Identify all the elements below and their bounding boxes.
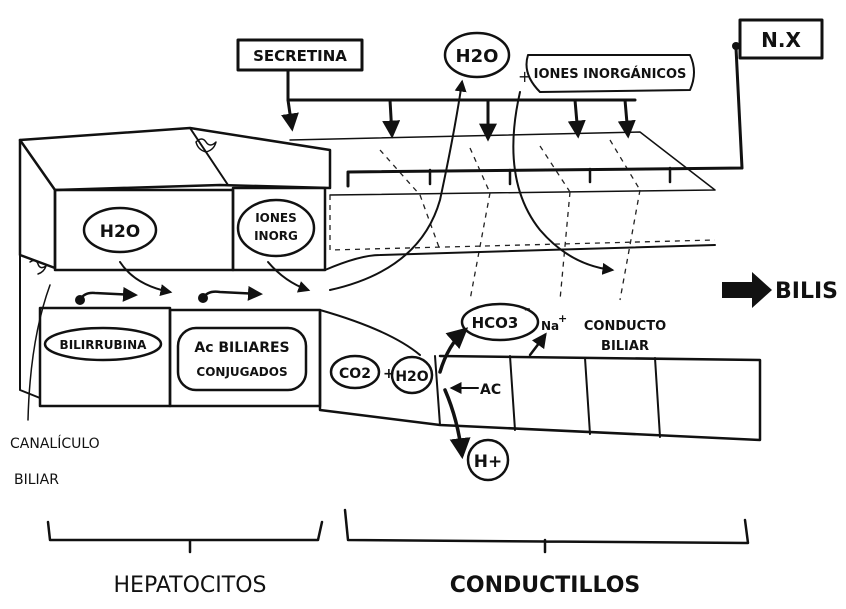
canaliculus-arrow-2 [201,285,263,301]
hepatocyte-left-side [18,138,57,270]
hco3-charge: - [524,299,531,318]
h-plus-arrow [443,388,471,460]
tight-junction-mark-left [29,259,47,275]
iones-inorganicos-label: IONES INORGÁNICOS [534,66,687,82]
iones-inorganicos-bubble [525,54,695,93]
h2o-duct-label: H2O [395,369,428,385]
h2o-top-bubble [443,31,511,79]
iones-inorg-line2: INORG [254,229,298,243]
bilis-arrow [722,272,772,308]
duct-lumen-top [324,244,716,271]
bilirrubina-bubble [43,326,163,362]
secretina-box [236,38,364,72]
nerve-box [738,18,824,60]
duct-cell-divider-3 [654,357,661,438]
hepatocitos-bracket [46,520,324,554]
hco3-label: HCO3 [472,314,519,332]
canaliculus-arrow-1 [78,286,138,302]
iones-inorg-bubble [236,198,316,258]
canaliculus-left-edge [19,254,41,399]
canaliculus-pointer [27,284,51,421]
duct-upper-dashes [329,195,716,251]
na-charge: + [558,312,567,325]
conductillos-bracket [343,508,750,554]
h2o-hepatocyte-bubble [82,206,158,254]
hepatocyte-upper-left [53,188,235,272]
nerve-label: N.X [761,28,801,52]
nerve-line [346,46,744,188]
secretin-pathway: SECRETINA [236,38,637,142]
tight-junction-mark [195,138,217,153]
h2o-duct-bubble [390,355,434,395]
duct-cell-divider-2 [584,357,591,435]
bile-output: BILIS [722,272,838,308]
na-label: Na [541,319,559,333]
secretin-arrow-2 [382,98,401,139]
duct-mid-dashes [419,189,641,301]
conductillos-label: CONDUCTILLOS [450,573,641,598]
duct-top-dashes [379,139,641,196]
bilis-label: BILIS [775,279,838,304]
bilirrubina-label: BILIRRUBINA [60,338,148,352]
vagus-nerve-pathway: N.X [346,18,824,188]
duct-cell-divider-1 [509,355,516,431]
h2o-secretion-arrow [329,79,467,291]
hepatocitos-label: HEPATOCITOS [114,573,267,598]
nerve-dot [732,42,740,50]
duct-lumen-bottom [319,309,421,356]
ductule-wall [289,131,762,442]
duct-cell-divider-0 [434,355,441,426]
iones-hepatocyte-arrow [267,261,311,293]
hco3-bubble [460,302,540,342]
h-plus-bubble [466,438,510,482]
section-brackets: HEPATOCITOS CONDUCTILLOS [46,508,750,598]
co2-label: CO2 [339,366,371,382]
ac-biliares-bubble [176,326,308,392]
hco3-arrow [438,327,469,374]
nerve-ticks [428,166,672,186]
iones-inorg-line1: IONES [255,211,297,225]
h2o-hepatocyte-arrow [119,261,173,296]
secretin-arrow-5 [617,98,636,139]
co2-plus: + [383,366,395,382]
hepatocyte-top-divider [189,127,229,186]
h-plus-label: H+ [474,452,502,472]
secretina-label: SECRETINA [253,47,347,65]
na-arrow [528,332,547,357]
ac-label: AC [480,382,501,398]
ac-biliares-line1: Ac BILIARES [194,340,289,356]
conducto-line2: BILIAR [601,339,649,354]
canaliculo-line1: CANALÍCULO [10,435,100,452]
duct-top-plane [289,131,716,196]
hepatocyte-upper-right [231,186,327,272]
ductule-chemistry: CO2 + H2O AC HCO3 - Na + CONDUCTO BILIAR… [329,299,666,482]
secretion-products-top: H2O + IONES INORGÁNICOS [329,31,695,291]
hepatocyte-contents: H2O IONES INORG BILIRRUBINA Ac BILIARES … [43,198,316,392]
h2o-hepatocyte-label: H2O [100,222,141,242]
canaliculo-line2: BILIAR [14,472,59,488]
conducto-line1: CONDUCTO [584,319,666,334]
secretin-arrow-1 [281,98,299,132]
canaliculus-annotation: CANALÍCULO BILIAR [10,284,100,488]
hepatocyte-lower-middle [168,308,322,408]
hepatocyte-top-face [18,126,332,192]
hepatocyte-lower-left [38,306,172,408]
duct-bottom-row [318,310,762,442]
ac-biliares-line2: CONJUGADOS [196,365,287,379]
secretin-arrow-4 [567,98,586,139]
ions-secretion-arrow [512,91,615,275]
co2-bubble [329,354,381,390]
h2o-top-label: H2O [456,46,499,67]
